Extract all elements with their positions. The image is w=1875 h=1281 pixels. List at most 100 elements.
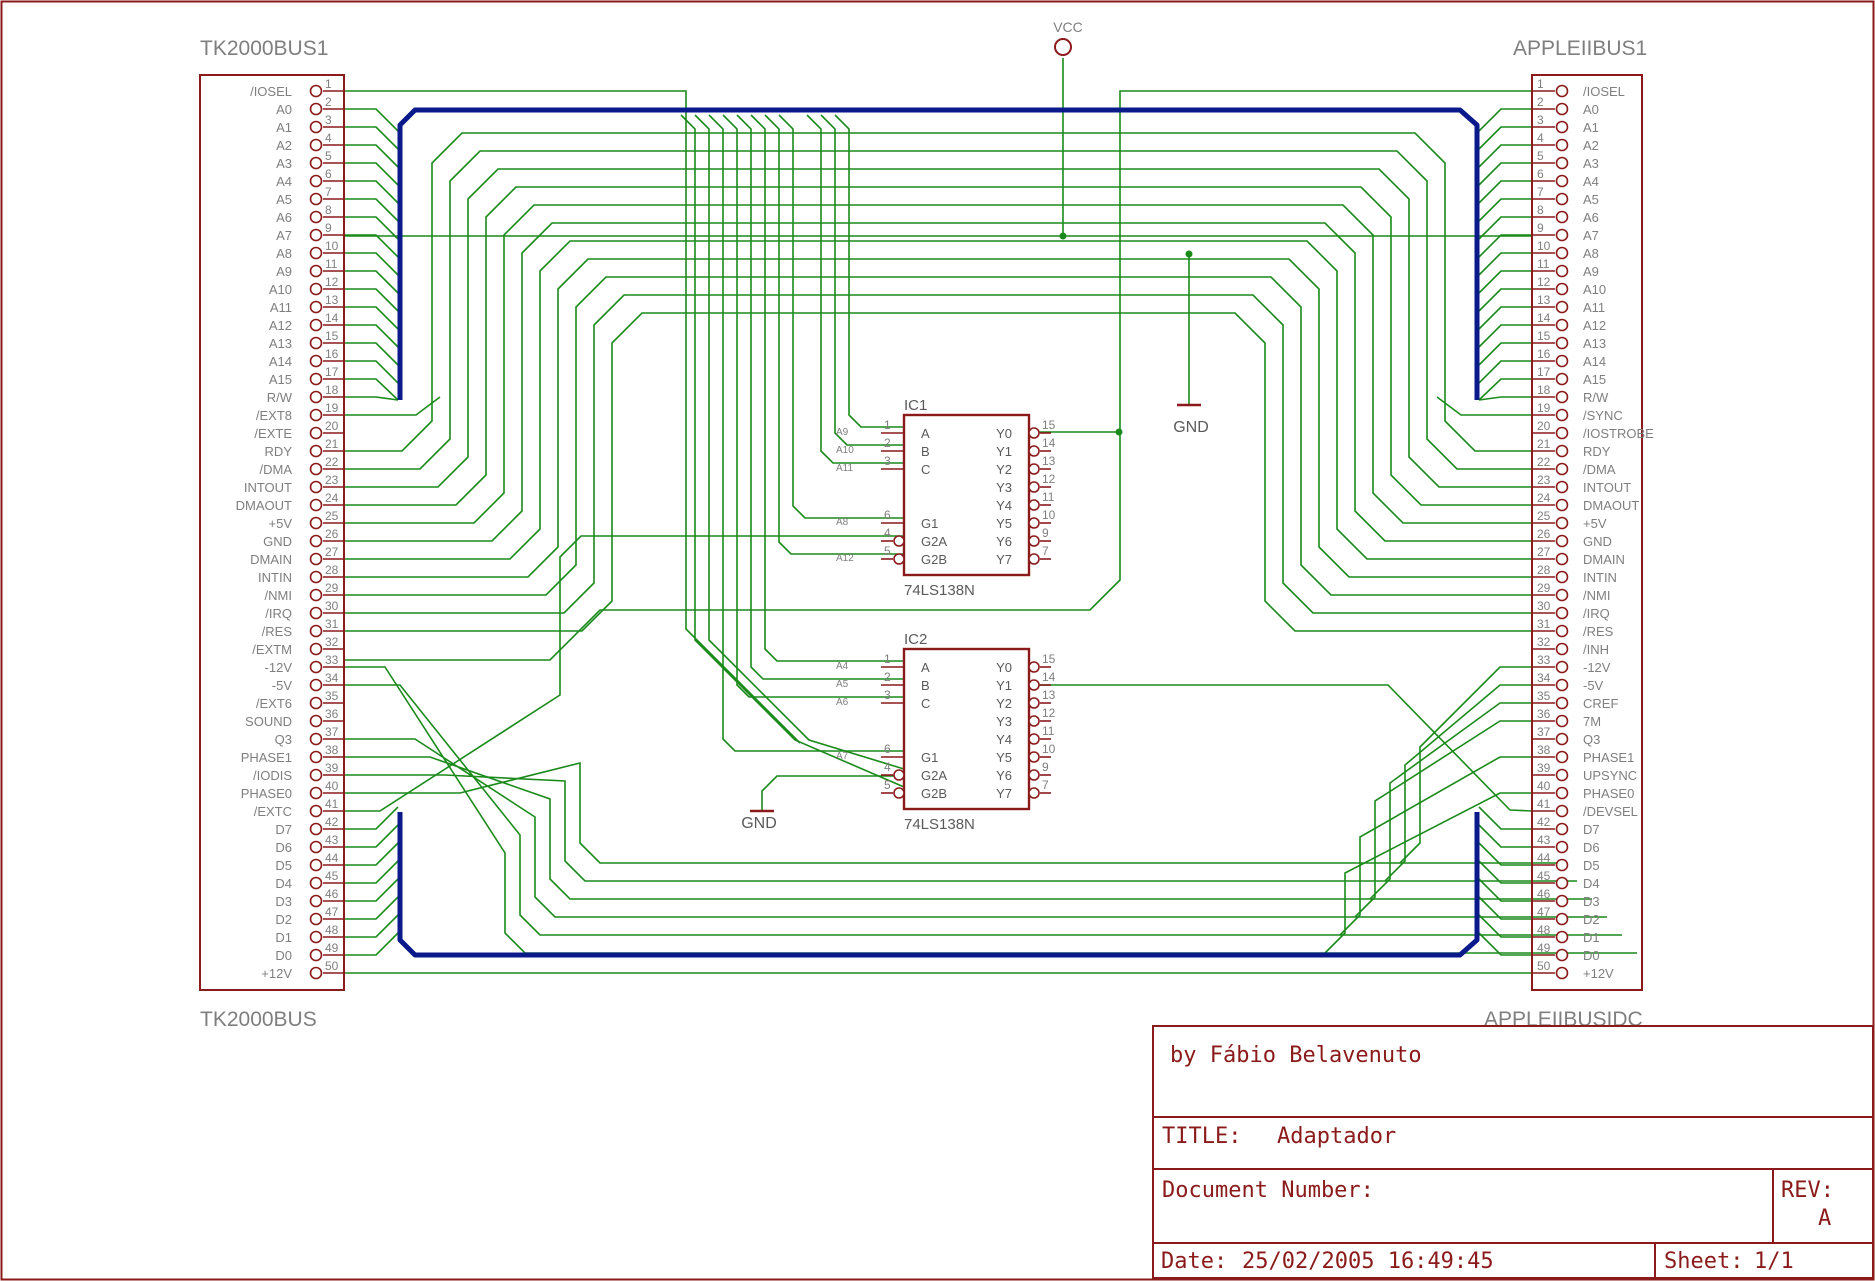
- pin-number: 31: [325, 617, 339, 631]
- pin-number: 9: [325, 221, 332, 235]
- net-wire: [1478, 144, 1532, 168]
- right-connector-name: APPLEIIBUS1: [1513, 37, 1647, 60]
- pin-label: A15: [1583, 372, 1606, 387]
- pin-label: D3: [1583, 894, 1600, 909]
- ic-pin-number: 6: [884, 508, 891, 522]
- pin-circle: [309, 768, 323, 782]
- pin-circle: [1555, 444, 1569, 458]
- date-value: 25/02/2005 16:49:45: [1242, 1249, 1494, 1274]
- pin-number: 28: [325, 563, 339, 577]
- pin-number: 31: [1537, 617, 1551, 631]
- pin-circle: [1555, 948, 1569, 962]
- net-wire: [345, 276, 1532, 596]
- ic-name: IC1: [904, 397, 927, 414]
- net-wire: [345, 288, 399, 312]
- net-wire: [1478, 378, 1532, 401]
- left-connector-name: TK2000BUS1: [200, 37, 328, 60]
- net-wire: [1478, 878, 1532, 902]
- pin-number: 38: [325, 743, 339, 757]
- net-wire: [1369, 702, 1532, 900]
- pin-circle: [1555, 930, 1569, 944]
- pin-circle: [309, 930, 323, 944]
- pin-number: 44: [1537, 851, 1551, 865]
- net-wire: [1478, 342, 1532, 366]
- ic-pin-label: Y2: [996, 462, 1012, 477]
- pin-label: -12V: [1583, 660, 1611, 675]
- pin-number: 14: [325, 311, 339, 325]
- pin-number: 46: [1537, 887, 1551, 901]
- ic-pin-number: 15: [1042, 652, 1056, 666]
- pin-number: 28: [1537, 563, 1551, 577]
- pin-circle: [1555, 372, 1569, 386]
- inversion-bubble: [1028, 769, 1040, 781]
- pin-number: 24: [325, 491, 339, 505]
- pin-label: +12V: [1583, 966, 1614, 981]
- pin-label: D4: [1583, 876, 1600, 891]
- pin-label: GND: [263, 534, 292, 549]
- ic-pin-number: 10: [1042, 742, 1056, 756]
- pin-number: 44: [325, 851, 339, 865]
- pin-circle: [309, 804, 323, 818]
- right-connector: /IOSEL1A02A13A24A35A46A57A68A79A810A911A…: [1531, 74, 1654, 991]
- pin-circle: [1555, 894, 1569, 908]
- inversion-bubble: [893, 769, 905, 781]
- pin-circle: [1555, 660, 1569, 674]
- pin-circle: [1555, 570, 1569, 584]
- pin-label: A12: [1583, 318, 1606, 333]
- pin-number: 15: [325, 329, 339, 343]
- pin-number: 40: [1537, 779, 1551, 793]
- pin-number: 46: [325, 887, 339, 901]
- inversion-bubble: [1028, 733, 1040, 745]
- pin-number: 21: [325, 437, 339, 451]
- pin-label: INTOUT: [1583, 480, 1631, 495]
- pin-label: /EXTE: [254, 426, 292, 441]
- pin-number: 19: [325, 401, 339, 415]
- pin-number: 47: [325, 905, 339, 919]
- pin-number: 33: [325, 653, 339, 667]
- pin-number: 1: [325, 77, 332, 91]
- inversion-bubble: [1028, 535, 1040, 547]
- net-wire: [345, 234, 399, 258]
- pin-circle: [309, 426, 323, 440]
- pin-circle: [309, 696, 323, 710]
- net-wire: [345, 738, 1607, 918]
- pin-circle: [1555, 750, 1569, 764]
- pin-label: A2: [276, 138, 292, 153]
- pin-circle: [309, 192, 323, 206]
- pin-label: Q3: [275, 732, 292, 747]
- ic-pin-number: 7: [1042, 778, 1049, 792]
- pin-number: 8: [1537, 203, 1544, 217]
- pin-number: 15: [1537, 329, 1551, 343]
- pin-circle: [1555, 606, 1569, 620]
- pin-label: /EXT6: [256, 696, 292, 711]
- inversion-bubble: [1028, 445, 1040, 457]
- pin-number: 45: [325, 869, 339, 883]
- pin-number: 14: [1537, 311, 1551, 325]
- pin-number: 23: [1537, 473, 1551, 487]
- pin-label: D7: [1583, 822, 1600, 837]
- pin-circle: [1555, 426, 1569, 440]
- net-wire: [820, 114, 904, 446]
- net-wire: [345, 198, 399, 222]
- ic-pin-label: Y0: [996, 426, 1012, 441]
- net-wire: [345, 842, 399, 866]
- ic-pin-label: B: [921, 444, 930, 459]
- pin-circle: [1555, 768, 1569, 782]
- net-wire: [1478, 126, 1532, 150]
- pin-circle: [309, 966, 323, 980]
- net-wire: [1478, 914, 1532, 938]
- net-wire: [1478, 198, 1532, 222]
- net-wire: [345, 58, 1064, 237]
- pin-label: +12V: [261, 966, 292, 981]
- right-connector-value: APPLEIIBUSIDC: [1484, 1008, 1643, 1031]
- net-wire: [764, 114, 904, 555]
- pin-circle: [309, 606, 323, 620]
- pin-number: 36: [325, 707, 339, 721]
- pin-number: 29: [325, 581, 339, 595]
- net-label: A9: [836, 427, 849, 438]
- pin-circle: [309, 156, 323, 170]
- pin-circle: [309, 786, 323, 800]
- pin-circle: [1555, 390, 1569, 404]
- pin-number: 2: [325, 95, 332, 109]
